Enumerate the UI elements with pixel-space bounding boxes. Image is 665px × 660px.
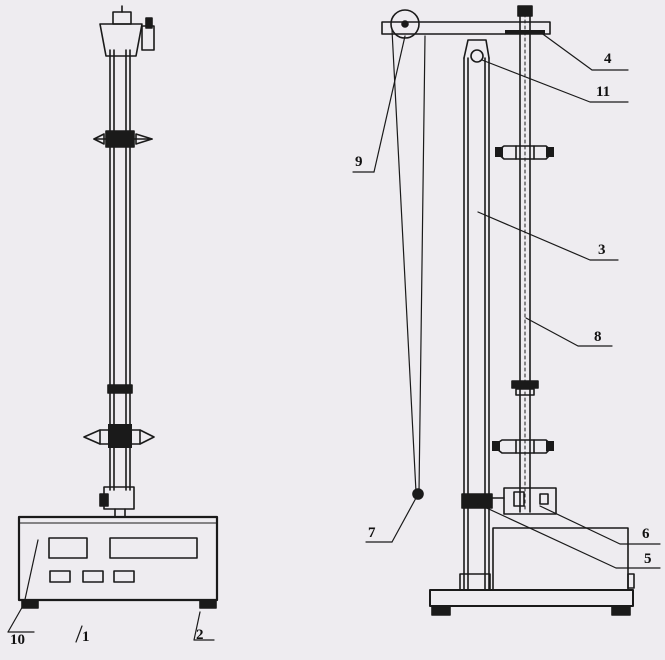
callout-5: 5 [644,551,652,567]
rod-clamp-lower [492,439,554,454]
tube-clamp [461,493,493,509]
button-3 [113,570,135,583]
cord-right [418,35,426,493]
callout-9: 9 [355,154,363,170]
cord-left [391,29,417,493]
callout-3: 3 [598,242,606,258]
callout-1: 1 [82,629,90,645]
display-window-right [109,537,198,559]
front-view [17,5,219,609]
upper-clamp [93,130,153,148]
top-beam [381,21,551,35]
hanging-weight [412,488,424,500]
rod-clamp-upper [495,145,554,160]
callout-11: 11 [596,84,611,100]
callout-4: 4 [604,51,612,67]
button-1 [49,570,71,583]
display-window-left [48,537,88,559]
front-column [109,49,131,491]
side-view [381,5,635,616]
pulley-small [470,49,484,63]
foot-left [21,599,39,609]
callout-8: 8 [594,329,602,345]
sample-holder [503,487,557,515]
base-plate [429,589,634,607]
callout-2: 2 [196,627,204,643]
threaded-rod [519,7,531,513]
callout-leaders [7,31,661,643]
callout-7: 7 [368,525,376,541]
base-box [17,515,219,602]
callout-10: 10 [10,632,25,648]
lower-clamp [83,424,155,448]
button-2 [82,570,104,583]
top-cap [99,23,143,57]
platform [492,527,629,591]
callout-6: 6 [642,526,650,542]
foot-right [199,599,217,609]
